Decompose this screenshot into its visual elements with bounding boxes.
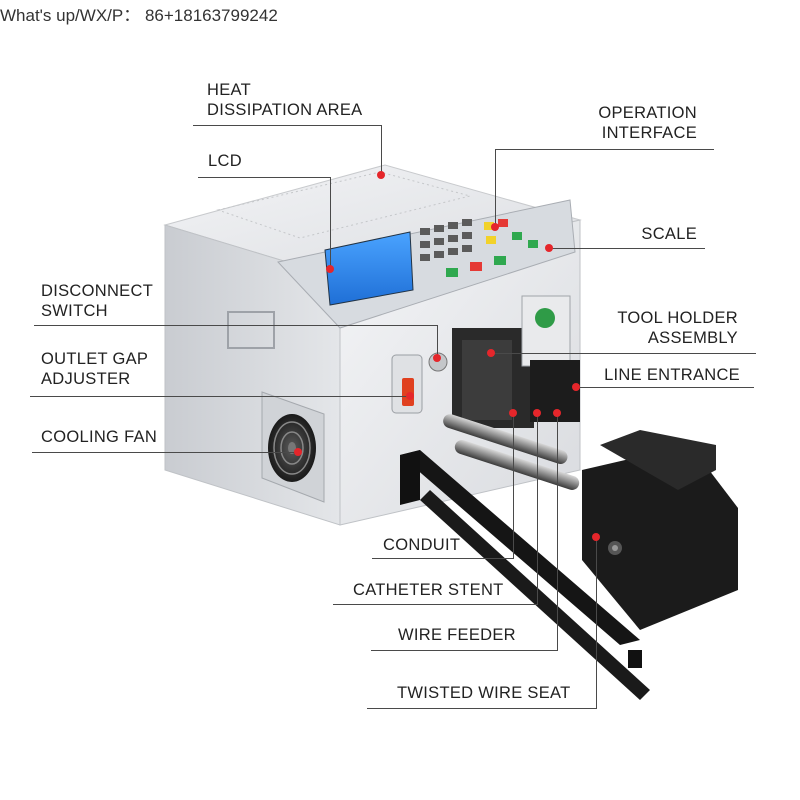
label-line: TWISTED WIRE SEAT [397, 684, 571, 702]
label-wire-feeder: WIRE FEEDER [398, 625, 516, 645]
contact-line: What's up/WX/P： 86+18163799242 [0, 6, 278, 25]
switch-area [391, 352, 448, 414]
feeder-rollers [443, 414, 580, 490]
label-line: CONDUIT [383, 536, 461, 554]
marker-conduit [509, 409, 517, 417]
label-line: WIRE FEEDER [398, 626, 516, 644]
base-rail [400, 450, 650, 700]
leader-catheter-h [333, 604, 538, 605]
leader-heat-h [193, 125, 382, 126]
label-operation-interface: OPERATION INTERFACE [598, 103, 697, 143]
leader-outlet-h [30, 396, 410, 397]
label-line: SCALE [641, 225, 697, 243]
label-cooling-fan: COOLING FAN [41, 427, 157, 447]
marker-heat [377, 171, 385, 179]
leader-fan-h [32, 452, 298, 453]
marker-toolholder [487, 349, 495, 357]
label-line: INTERFACE [601, 124, 697, 142]
label-scale: SCALE [641, 224, 697, 244]
label-line: SWITCH [41, 302, 108, 320]
label-line: DISSIPATION AREA [207, 101, 363, 119]
leader-disconnect-v [437, 325, 438, 358]
leader-twisted-v [596, 537, 597, 709]
label-line: COOLING FAN [41, 428, 158, 446]
label-line: LCD [208, 152, 242, 170]
leader-twisted-h [367, 708, 597, 709]
label-line: CATHETER STENT [353, 581, 504, 599]
leader-lcd-v [330, 177, 331, 269]
marker-wirefeeder [553, 409, 561, 417]
leader-operation-h [495, 149, 714, 150]
leader-operation-v [495, 149, 496, 227]
label-disconnect-switch: DISCONNECT SWITCH [41, 281, 153, 321]
marker-line-entrance [572, 383, 580, 391]
label-heat-dissipation-area: HEAT DISSIPATION AREA [207, 80, 362, 120]
label-line: ADJUSTER [41, 370, 131, 388]
leader-lcd-h [198, 177, 331, 178]
label-line-entrance: LINE ENTRANCE [604, 365, 740, 385]
leader-line-entrance-h [576, 387, 754, 388]
side-handle [227, 311, 275, 349]
leader-scale-h [549, 248, 705, 249]
leader-wirefeeder-h [371, 650, 558, 651]
twisted-wire-seat [582, 430, 738, 668]
marker-disconnect [433, 354, 441, 362]
leader-toolholder-h [491, 353, 756, 354]
marker-fan [294, 448, 302, 456]
label-catheter-stent: CATHETER STENT [353, 580, 504, 600]
leader-conduit-v [513, 413, 514, 559]
label-line: OUTLET GAP [41, 350, 149, 368]
top-vent-grille [216, 171, 471, 239]
leader-wirefeeder-v [557, 413, 558, 651]
label-line: HEAT [207, 81, 251, 99]
leader-catheter-v [537, 413, 538, 605]
keypad [420, 219, 538, 277]
tool-holder [452, 295, 580, 428]
marker-operation [491, 223, 499, 231]
cooling-fan [261, 391, 325, 503]
label-line: DISCONNECT [41, 282, 154, 300]
marker-outlet [406, 392, 414, 400]
leader-disconnect-h [34, 325, 438, 326]
leader-heat-v [381, 125, 382, 176]
label-twisted-wire-seat: TWISTED WIRE SEAT [397, 683, 570, 703]
marker-lcd [326, 265, 334, 273]
lcd-screen [324, 231, 414, 306]
label-line: TOOL HOLDER [617, 309, 738, 327]
marker-catheter [533, 409, 541, 417]
label-line: OPERATION [598, 104, 697, 122]
marker-scale [545, 244, 553, 252]
label-tool-holder-assembly: TOOL HOLDER ASSEMBLY [617, 308, 738, 348]
label-conduit: CONDUIT [383, 535, 460, 555]
label-line: ASSEMBLY [647, 329, 738, 347]
label-outlet-gap-adjuster: OUTLET GAP ADJUSTER [41, 349, 148, 389]
label-line: LINE ENTRANCE [604, 366, 740, 384]
label-lcd: LCD [208, 151, 242, 171]
marker-twisted [592, 533, 600, 541]
leader-conduit-h [372, 558, 514, 559]
